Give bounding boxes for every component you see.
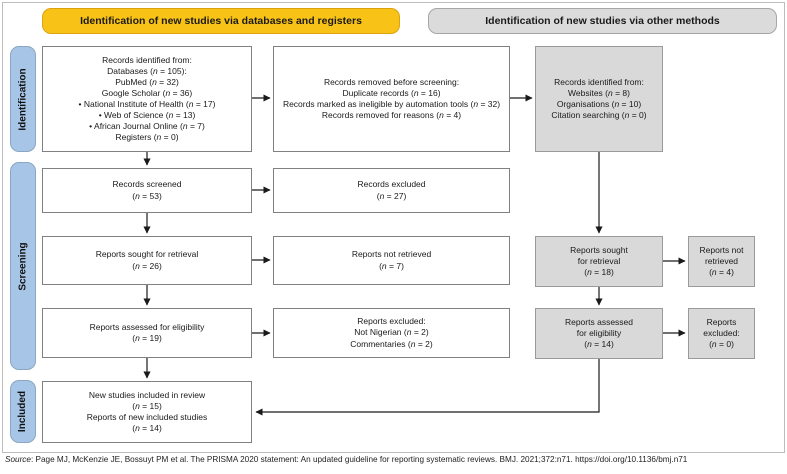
banner-databases-registers: Identification of new studies via databa…	[42, 8, 400, 34]
banner-databases-label: Identification of new studies via databa…	[80, 15, 362, 27]
flow-box-records-removed: Records removed before screening:Duplica…	[273, 46, 510, 152]
flow-box-records-excluded: Records excluded(n = 27)	[273, 168, 510, 213]
banner-other-methods-label: Identification of new studies via other …	[485, 15, 720, 27]
flow-box-reports-excluded: Reports excluded:Not Nigerian (n = 2)Com…	[273, 308, 510, 358]
sidebar-tab-identification: Identification	[10, 46, 36, 152]
sidebar-tab-screening: Screening	[10, 162, 36, 370]
banner-other-methods: Identification of new studies via other …	[428, 8, 777, 34]
flow-box-reports-sought: Reports sought for retrieval(n = 26)	[42, 236, 252, 285]
flow-box-reports-assessed: Reports assessed for eligibility(n = 19)	[42, 308, 252, 358]
source-text: : Page MJ, McKenzie JE, Bossuyt PM et al…	[30, 455, 688, 464]
flow-box-new-studies-included: New studies included in review(n = 15)Re…	[42, 381, 252, 443]
source-label: Source	[5, 455, 31, 464]
flow-box-records-screened: Records screened(n = 53)	[42, 168, 252, 213]
flow-box-records-identified-databases: Records identified from:Databases (n = 1…	[42, 46, 252, 152]
sidebar-tab-included: Included	[10, 380, 36, 443]
sidebar-tab-screening-label: Screening	[17, 241, 29, 291]
flow-box-records-identified-other: Records identified from:Websites (n = 8)…	[535, 46, 663, 152]
source-citation: Source: Page MJ, McKenzie JE, Bossuyt PM…	[5, 455, 784, 464]
flow-box-reports-not-retrieved: Reports not retrieved(n = 7)	[273, 236, 510, 285]
sidebar-tab-identification-label: Identification	[17, 67, 29, 131]
sidebar-tab-included-label: Included	[17, 390, 29, 433]
